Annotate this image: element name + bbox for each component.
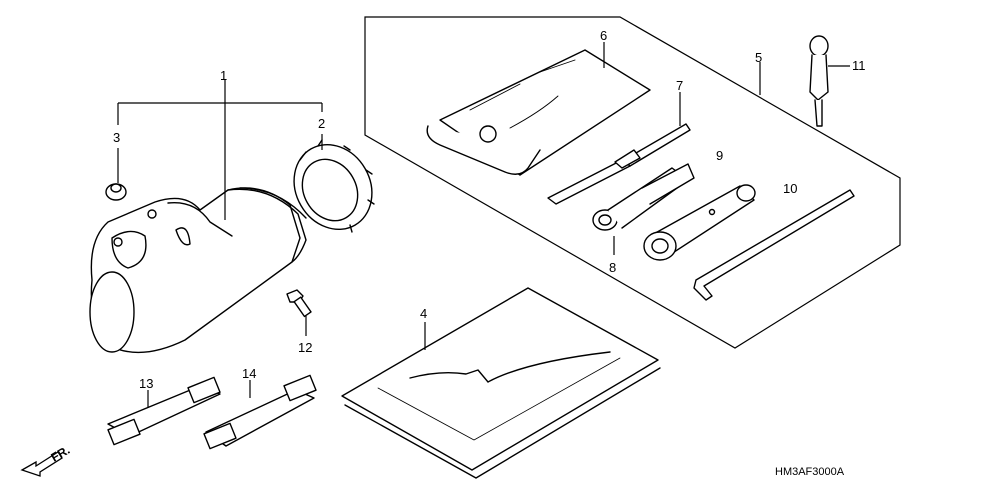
callout-12: 12 [298, 340, 312, 355]
key-tool [809, 35, 829, 127]
strap-13 [107, 376, 221, 446]
callout-11: 11 [852, 58, 866, 73]
front-arrow-icon [20, 451, 63, 477]
leader-lines [117, 42, 850, 408]
callout-13: 13 [139, 376, 153, 391]
callout-5: 5 [755, 50, 762, 65]
tool-bag [426, 49, 651, 176]
plug-wrench-handle [643, 184, 756, 261]
callout-2: 2 [318, 116, 325, 131]
callout-4: 4 [420, 306, 427, 321]
document-bag [341, 287, 661, 479]
callout-10: 10 [783, 181, 797, 196]
bolt [286, 289, 312, 318]
callout-3: 3 [113, 130, 120, 145]
callout-9: 9 [716, 148, 723, 163]
callout-8: 8 [609, 260, 616, 275]
callout-6: 6 [600, 28, 607, 43]
callout-14: 14 [242, 366, 256, 381]
case-cap [293, 139, 375, 233]
tool-kit-group-outline [364, 16, 901, 349]
tool-box-case [89, 187, 307, 354]
drawing-code: HM3AF3000A [775, 466, 845, 478]
pin-spanner [693, 189, 855, 301]
strap-14 [203, 374, 317, 450]
nut [105, 183, 127, 201]
callout-1: 1 [220, 68, 227, 83]
plug-wrench [592, 163, 695, 231]
callout-7: 7 [676, 78, 683, 93]
screwdriver [547, 123, 691, 205]
